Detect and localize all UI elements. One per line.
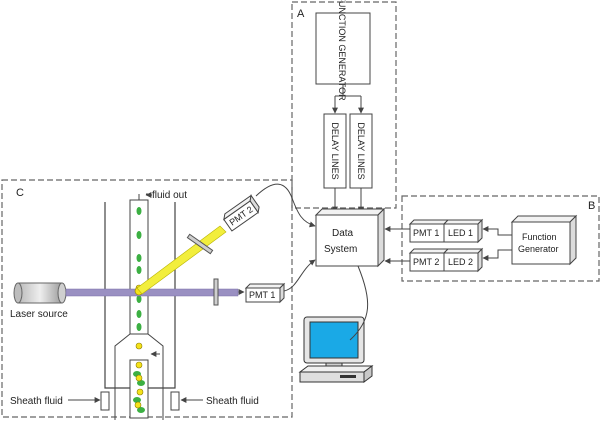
emission-beam — [136, 225, 227, 295]
led1-label: LED 1 — [448, 228, 473, 238]
computer-icon — [298, 316, 374, 383]
pmt2-b-label: PMT 2 — [413, 257, 439, 267]
panel-c: C — [1, 179, 293, 420]
data-system: Data System — [314, 207, 386, 268]
panel-c-label: C — [16, 187, 24, 199]
pmt1-detector: PMT 1 — [244, 282, 286, 304]
delay-line-2-label: DELAY LINES — [356, 122, 366, 179]
data-system-label-2: System — [324, 244, 357, 255]
function-generator-label-a: FUNCTION GENERATOR — [337, 0, 347, 101]
laser-source-label: Laser source — [10, 309, 68, 320]
green-cells — [133, 207, 145, 413]
sheath-fluid-right-label: Sheath fluid — [206, 396, 259, 407]
panel-a: A FUNCTION GENERATOR DELAY LINES DELAY L… — [291, 0, 397, 213]
pmt1-label: PMT 1 — [249, 290, 275, 300]
function-generator-b-label-1: Function — [522, 232, 557, 242]
pmt2-detector: PMT 2 — [223, 194, 260, 232]
panel-b-label: B — [588, 200, 595, 212]
monitor-screen — [309, 321, 359, 359]
function-generator-b-label-2: Generator — [518, 244, 559, 254]
laser-source — [13, 282, 67, 304]
pmt1-b-label: PMT 1 — [413, 228, 439, 238]
panel-a-label: A — [297, 8, 305, 20]
fluid-out-label: fluid out — [152, 190, 187, 201]
delay-line-1-label: DELAY LINES — [330, 122, 340, 179]
panel-b: B PMT 1 LED 1 PMT 2 LED 2 Function Gener… — [401, 195, 600, 282]
sheath-fluid-left-label: Sheath fluid — [10, 396, 63, 407]
led2-label: LED 2 — [448, 257, 473, 267]
data-system-label-1: Data — [332, 228, 354, 239]
